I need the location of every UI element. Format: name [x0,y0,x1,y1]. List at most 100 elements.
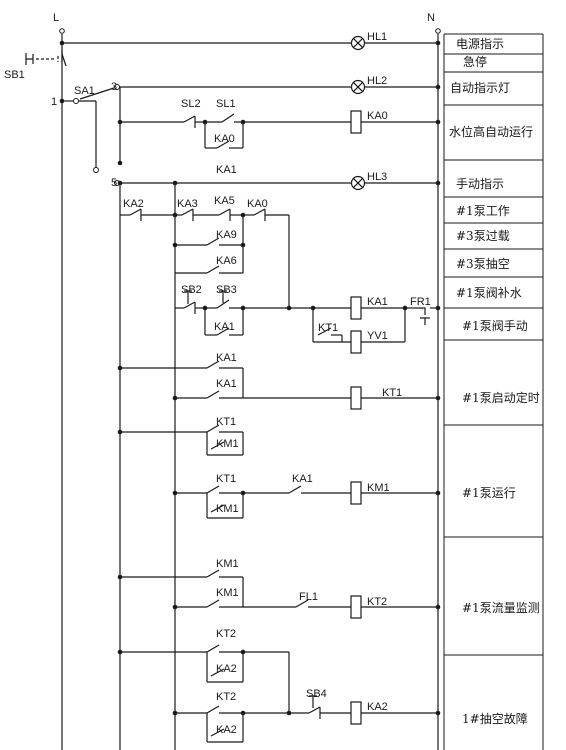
junction [435,490,441,496]
km1-r12-contact [210,504,225,513]
junction [286,305,292,311]
desc-manual-indicator: 手动指示 [456,176,504,191]
junction [435,40,441,46]
ka2-coil-label: KA2 [367,701,388,713]
junction [435,604,441,610]
junction [286,710,292,716]
fl1-label: FL1 [299,591,318,603]
rung-pump1-running: KT1 KM1 KA1 KM1 [172,473,441,519]
ka2-r15-contact [210,728,225,737]
km1-r13b-label: KM1 [216,587,239,599]
ka1-r12-label: KA1 [292,473,313,485]
junction [435,180,441,186]
ka5-label: KA5 [214,195,235,207]
km1-coil-label: KM1 [367,482,390,494]
sb2-contact-nc [183,301,196,309]
yv1-label: YV1 [367,330,388,342]
sl2-contact-nc [183,115,196,123]
junction [435,395,441,401]
junction [117,160,123,166]
ka2-contact-nc [129,208,142,216]
ka6-label: KA6 [216,255,237,267]
ka0-coil-label: KA0 [367,110,388,122]
kt1-r12-label: KT1 [216,473,236,485]
fr1-label: FR1 [410,296,431,308]
sb4-contact-nc [308,706,321,714]
ka5-contact-nc [218,208,231,216]
ka1-r3-label: KA1 [216,164,237,176]
kt1-coil-label: KT1 [382,387,402,399]
ka0-contact-nc [253,208,266,216]
kt2-coil [350,595,362,619]
emergency-stop-sb1: SB1 [4,50,67,81]
ka1-r10b-label: KA1 [216,378,237,390]
kt1-r12-contact [206,485,220,494]
rung-pump1-valve: SB2 SB3 KA1 KA1 FR1 [175,284,441,336]
right-rail-label: N [427,12,435,24]
lamp-icon [350,35,366,51]
rung-manual-indicator: HL3 [117,171,441,191]
rung-kt2-ka2-bus: KT2 KA2 [117,628,290,713]
rung-power-indicator: HL1 [59,31,441,51]
kt1-r9-label: KT1 [318,322,338,334]
ka3-contact-nc [181,208,194,216]
sa1-pos3-label: 3 [111,81,117,93]
fl1-contact [295,599,309,608]
thermal-relay-icon [417,307,430,325]
ka2-label: KA2 [123,198,144,210]
ka9-label: KA9 [216,229,237,241]
sa1-pos5-label: 5 [111,177,117,189]
push-button-icon [219,290,227,303]
desc-pump1-working: #1泵工作 [456,204,510,218]
desc-pump1-flow-monitor: #1泵流量监测 [462,601,540,615]
sa1-blade [79,87,115,100]
yv1-coil [350,330,362,354]
hl2-label: HL2 [367,75,387,87]
ka2-r15-label: KA2 [216,724,237,736]
sb2-label: SB2 [181,284,202,296]
ka0-r5-label: KA0 [247,198,268,210]
rung-auto-ka1: KA1 [117,160,237,176]
ka2-coil [350,701,362,725]
junction [435,84,441,90]
rung-parallel-ka9-ka6: KA9 KA6 [172,215,246,274]
desc-pump3-overload: #3泵过载 [456,229,510,243]
ka2-r14-label: KA2 [216,663,237,675]
right-rail-terminal [435,28,441,34]
sb1-blade [61,53,67,67]
mushroom-button-icon [25,53,34,65]
junction [435,710,441,716]
junction [59,98,65,104]
ka1-hold-label: KA1 [214,321,235,333]
km1-r13b-contact [206,599,220,608]
ka3-label: KA3 [177,198,198,210]
desc-pump1-running: #1泵运行 [462,486,516,500]
junction [435,305,441,311]
ka1-coil-label: KA1 [367,296,388,308]
sa1-pole-terminal [93,167,99,173]
rung-pump1-dry-fault: KT2 KA2 SB4 KA2 [172,688,441,743]
km1-r13a-label: KM1 [216,558,239,570]
description-table: 电源指示 急停 自动指示灯 水位高自动运行 手动指示 #1泵工作 #3泵过载 #… [443,33,544,750]
junction [117,180,123,186]
left-rail-terminal [59,28,65,34]
km1-r12-label: KM1 [216,503,239,515]
junction [240,242,246,248]
kt2-r14-contact [206,644,220,653]
lamp-icon [350,79,366,95]
selector-sa1: SA1 1 3 5 [51,81,120,189]
ka1-r10a-label: KA1 [216,352,237,364]
rung-ka1-bus: KA1 [117,352,244,398]
left-rail-label: L [53,12,59,24]
km1-r11-label: KM1 [216,438,239,450]
kt1-r9-contact [317,327,332,336]
kt1-r11-contact [206,424,220,433]
ka1-r10b-contact [206,390,220,399]
kt1-r11-label: KT1 [216,416,236,428]
desc-power-indicator: 电源指示 [456,36,504,51]
sa1-label: SA1 [74,85,95,97]
rung-pump1-start-timer: KA1 KT1 [172,378,441,410]
kt2-r15-contact [206,705,220,714]
desc-high-level-auto: 水位高自动运行 [449,124,533,139]
